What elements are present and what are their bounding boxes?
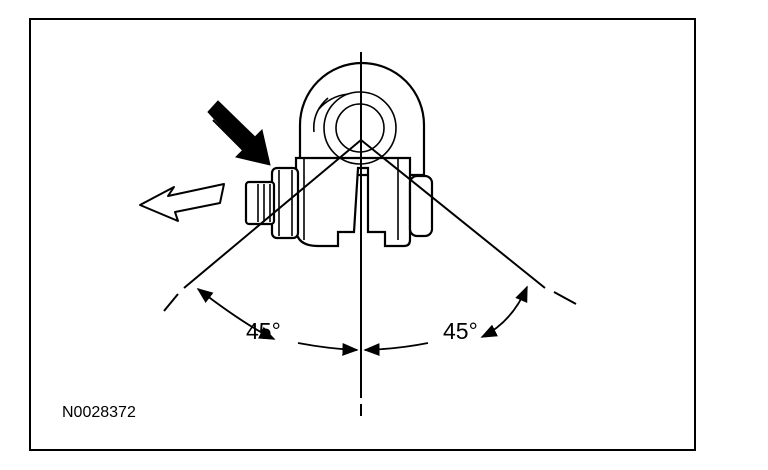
right-angle-arc — [480, 285, 528, 338]
callout-arrow-icon — [207, 100, 271, 166]
direction-arrow-icon — [139, 183, 225, 222]
fitting-lower-block — [294, 156, 412, 248]
angle-arcs — [196, 285, 528, 357]
right-angle-line — [360, 139, 546, 289]
fitting-body — [244, 61, 434, 248]
right-angle-dash — [553, 291, 577, 305]
right-angle-arc-lower — [363, 342, 429, 357]
eye-shading — [312, 93, 349, 133]
figure-id: N0028372 — [62, 404, 136, 421]
angle-label-right: 45° — [443, 318, 478, 344]
left-angle-arc-lower — [297, 342, 359, 356]
figure-frame — [29, 18, 696, 451]
left-angle-dash — [163, 293, 179, 312]
right-boss — [408, 174, 434, 238]
angle-lines — [163, 139, 577, 312]
left-angle-arc — [196, 288, 276, 340]
angle-label-left: 45° — [246, 318, 281, 344]
left-angle-line — [183, 139, 362, 289]
